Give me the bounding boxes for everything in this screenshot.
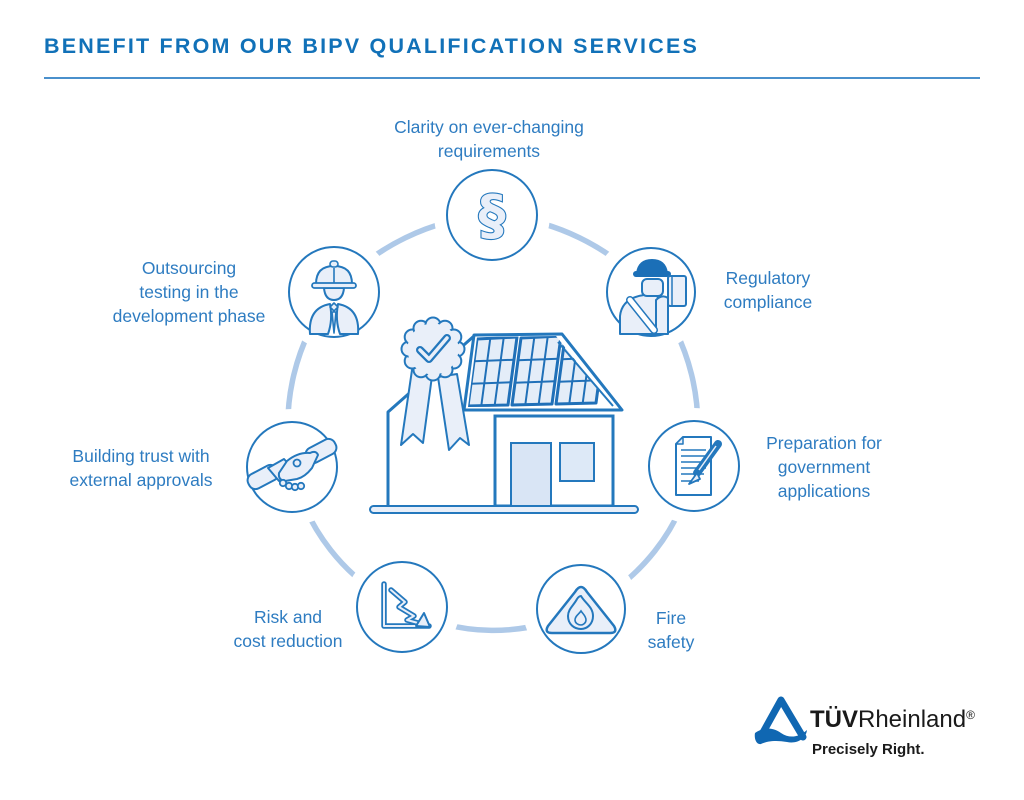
section-sign-icon: §: [479, 184, 506, 247]
logo-brand-bold: TÜV: [810, 706, 858, 733]
declining-chart-icon: [381, 581, 432, 629]
benefit-label-preparation: Preparation for government applications: [766, 433, 882, 501]
fire-warning-icon: [545, 585, 617, 635]
title-underline: [44, 77, 980, 79]
engineer-icon: [308, 260, 360, 335]
document-pencil-icon: [675, 436, 722, 496]
bipv-house-icon: [369, 316, 639, 514]
benefit-circle-clarity: [446, 169, 538, 261]
handshake-icon: [246, 437, 338, 492]
benefit-label-outsourcing: Outsourcing testing in the development p…: [112, 258, 266, 326]
tuv-triangle-icon: [754, 696, 807, 745]
tuv-rheinland-wordmark: TÜVRheinland®: [810, 706, 975, 734]
inspector-icon: [619, 259, 687, 335]
benefit-label-regulatory: Regulatory compliance: [723, 268, 813, 312]
benefit-label-fire: Fire safety: [647, 608, 695, 652]
registered-mark: ®: [966, 708, 975, 722]
page-title: BENEFIT FROM OUR BIPV QUALIFICATION SERV…: [44, 34, 700, 58]
house-window: [559, 442, 595, 482]
logo-brand-regular: Rheinland: [858, 706, 967, 733]
benefit-label-trust: Building trust with external approvals: [69, 446, 213, 490]
logo-tagline: Precisely Right.: [812, 741, 925, 758]
house-door: [510, 442, 552, 507]
roof-fascia-line: [557, 341, 614, 407]
certification-badge-icon: [400, 316, 470, 451]
benefit-label-risk: Risk and cost reduction: [233, 607, 343, 651]
ground-line: [369, 505, 639, 514]
benefit-label-clarity: Clarity on ever-changing requirements: [394, 117, 584, 161]
